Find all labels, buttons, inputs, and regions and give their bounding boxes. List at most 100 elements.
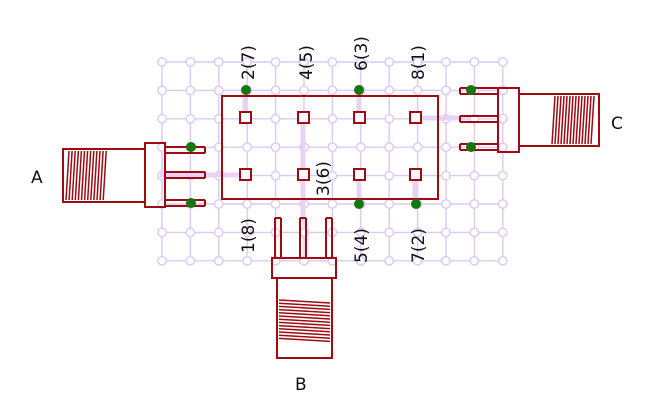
breadboard-hole	[355, 255, 366, 266]
knurl-line	[278, 334, 331, 339]
knurl-line	[74, 150, 80, 201]
breadboard-hole	[412, 142, 423, 153]
breadboard-hole	[157, 85, 167, 96]
knurl-line	[278, 331, 331, 336]
knurl-line	[65, 150, 70, 201]
knurl-line	[578, 95, 583, 145]
breadboard-hole	[185, 57, 196, 67]
breadboard-hole	[299, 57, 309, 67]
node-pin-2	[241, 85, 251, 95]
pot-b-knurl	[278, 299, 331, 343]
knurl-line	[575, 95, 580, 145]
breadboard-hole	[242, 199, 253, 209]
switch-pad-group	[239, 111, 422, 181]
breadboard-hole	[469, 255, 480, 266]
pin-label-2-7: 2(7)	[239, 45, 259, 80]
breadboard-hole	[384, 170, 395, 181]
breadboard-hole	[327, 170, 338, 181]
knurl-line	[569, 95, 574, 145]
pin-label-1-8: 1(8)	[239, 218, 259, 253]
knurl-line	[71, 150, 76, 201]
knurl-line	[590, 95, 595, 145]
knurl-line	[278, 328, 331, 333]
breadboard-hole	[412, 255, 423, 266]
pad-pin-1	[239, 168, 252, 181]
knurl-line	[563, 95, 568, 145]
breadboard-hole	[185, 85, 196, 96]
breadboard-hole	[242, 142, 253, 153]
label-a: A	[31, 168, 43, 188]
pin-label-8-1: 8(1)	[409, 45, 429, 80]
knurl-line	[587, 95, 592, 145]
breadboard-hole	[327, 85, 338, 96]
knurl-line	[80, 150, 86, 201]
breadboard-hole	[469, 227, 480, 238]
breadboard-hole	[412, 227, 423, 238]
label-c: C	[611, 114, 623, 134]
breadboard-hole	[270, 113, 281, 124]
potentiometer-a	[62, 142, 206, 208]
breadboard-hole	[441, 57, 451, 67]
breadboard-hole	[469, 170, 480, 181]
potentiometer-c	[459, 87, 600, 153]
pin-label-3-6: 3(6)	[314, 161, 334, 196]
knurl-line	[278, 321, 331, 327]
breadboard-hole	[213, 85, 224, 96]
breadboard-hole	[270, 57, 281, 67]
pin-label-5-4: 5(4)	[352, 228, 372, 263]
pot-b-bushing	[271, 257, 337, 279]
breadboard-hole	[270, 85, 281, 96]
potentiometer-b	[271, 217, 337, 359]
knurl-line	[278, 299, 331, 304]
breadboard-hole	[270, 142, 281, 153]
breadboard-hole	[213, 227, 224, 238]
breadboard-hole	[327, 57, 338, 67]
breadboard-hole	[441, 142, 451, 153]
node-c-top	[466, 85, 476, 95]
breadboard-hole	[384, 255, 395, 266]
breadboard-hole	[242, 57, 253, 67]
knurl-line	[102, 150, 107, 201]
breadboard-hole	[469, 57, 480, 67]
knurl-line	[77, 150, 83, 201]
knurl-line	[584, 95, 589, 145]
pin-label-4-5: 4(5)	[297, 45, 317, 80]
breadboard-hole	[497, 227, 508, 238]
breadboard-hole	[412, 57, 423, 67]
breadboard-hole	[185, 113, 196, 124]
knurl-line	[278, 315, 331, 320]
knurl-line	[278, 324, 331, 330]
breadboard-hole	[355, 227, 366, 238]
breadboard-hole	[497, 255, 508, 266]
breadboard-hole	[384, 199, 395, 209]
knurl-line	[581, 95, 586, 145]
label-b: B	[295, 375, 307, 395]
breadboard-hole	[412, 85, 423, 96]
knurl-line	[278, 302, 331, 307]
breadboard-hole	[327, 142, 338, 153]
node-pin-6	[354, 85, 364, 95]
node-a-bottom	[186, 198, 196, 208]
pad-pin-5	[353, 168, 366, 181]
breadboard-hole	[497, 170, 508, 181]
breadboard-hole	[185, 227, 196, 238]
breadboard-hole	[441, 199, 451, 209]
breadboard-hole	[213, 199, 224, 209]
breadboard-hole	[185, 255, 196, 266]
knurl-line	[96, 150, 101, 201]
pot-a-knurl	[65, 150, 107, 201]
breadboard-hole	[355, 57, 366, 67]
knurl-line	[68, 150, 73, 201]
pad-pin-2	[239, 111, 252, 124]
breadboard-hole	[384, 57, 395, 67]
pad-pin-6	[353, 111, 366, 124]
breadboard-hole	[157, 227, 167, 238]
pot-c-bushing	[497, 87, 520, 153]
breadboard-hole	[384, 142, 395, 153]
knurl-line	[572, 95, 577, 145]
knurl-line	[86, 150, 92, 201]
node-c-bottom	[466, 142, 476, 152]
breadboard-hole	[157, 255, 167, 266]
breadboard-hole	[327, 113, 338, 124]
